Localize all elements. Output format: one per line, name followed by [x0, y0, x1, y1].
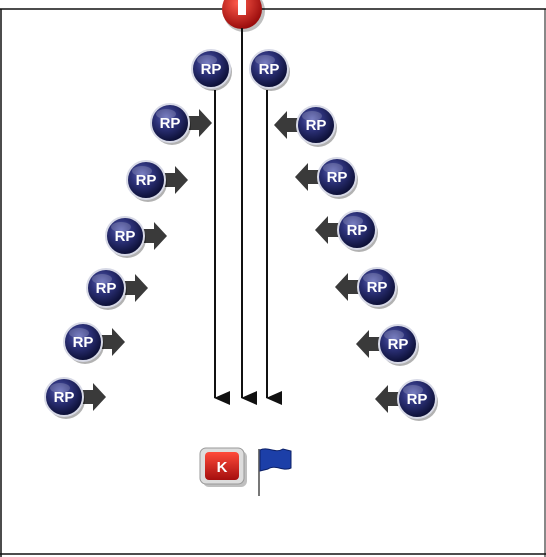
- rp-player: RP: [105, 216, 167, 258]
- rp-ball-icon: [357, 267, 397, 307]
- k-cone-icon: K: [199, 447, 247, 487]
- rp-label: RP: [388, 336, 409, 353]
- rp-player: RP: [63, 322, 125, 364]
- rp-player: RP: [86, 268, 148, 310]
- rp-ball-icon: [296, 105, 336, 145]
- rp-ball-icon: [378, 324, 418, 364]
- rp-label: RP: [407, 391, 428, 408]
- players-group: RP RP RP RP RP RP RP RP RP RP RP RP RP RP: [44, 49, 438, 421]
- rp-ball-icon: [44, 377, 84, 417]
- rp-player: RP: [150, 103, 212, 145]
- rp-ball-icon: [397, 379, 437, 419]
- rp-label: RP: [73, 334, 94, 351]
- rp-label: RP: [367, 279, 388, 296]
- rp-ball-icon: [317, 157, 357, 197]
- block-arrow-icon: [121, 274, 148, 302]
- rp-player: RP: [335, 267, 398, 309]
- rp-label: RP: [327, 169, 348, 186]
- block-arrow-icon: [295, 163, 322, 191]
- rp-player: RP: [191, 49, 232, 91]
- rp-ball-icon: [337, 210, 377, 250]
- top-red-ball-icon: [222, 0, 265, 32]
- cone-label: K: [217, 459, 228, 476]
- block-arrow-icon: [185, 109, 212, 137]
- rp-label: RP: [115, 228, 136, 245]
- rp-player: RP: [44, 377, 106, 419]
- rp-ball-icon: [86, 268, 126, 308]
- block-arrow-icon: [98, 328, 125, 356]
- rp-label: RP: [347, 222, 368, 239]
- rp-ball-icon: [63, 322, 103, 362]
- rp-player: RP: [295, 157, 358, 199]
- rp-label: RP: [136, 172, 157, 189]
- rp-label: RP: [201, 61, 222, 78]
- block-arrow-icon: [356, 330, 383, 358]
- rp-ball-icon: [150, 103, 190, 143]
- flag-icon: [258, 448, 292, 496]
- rp-player: RP: [126, 160, 188, 202]
- block-arrow-icon: [274, 111, 301, 139]
- block-arrow-icon: [315, 216, 342, 244]
- rp-label: RP: [96, 280, 117, 297]
- rp-label: RP: [160, 115, 181, 132]
- rp-player: RP: [375, 379, 438, 421]
- rp-label: RP: [259, 61, 280, 78]
- rp-ball-icon: [191, 49, 231, 89]
- block-arrow-icon: [161, 166, 188, 194]
- rp-label: RP: [306, 117, 327, 134]
- rp-ball-icon: [105, 216, 145, 256]
- block-arrow-icon: [79, 383, 106, 411]
- block-arrow-icon: [140, 222, 167, 250]
- block-arrow-icon: [335, 273, 362, 301]
- rp-player: RP: [356, 324, 419, 366]
- rp-player: RP: [315, 210, 378, 252]
- rp-player: RP: [249, 49, 290, 91]
- rp-ball-icon: [126, 160, 166, 200]
- rp-label: RP: [54, 389, 75, 406]
- block-arrow-icon: [375, 385, 402, 413]
- rp-player: RP: [274, 105, 337, 147]
- rp-ball-icon: [249, 49, 289, 89]
